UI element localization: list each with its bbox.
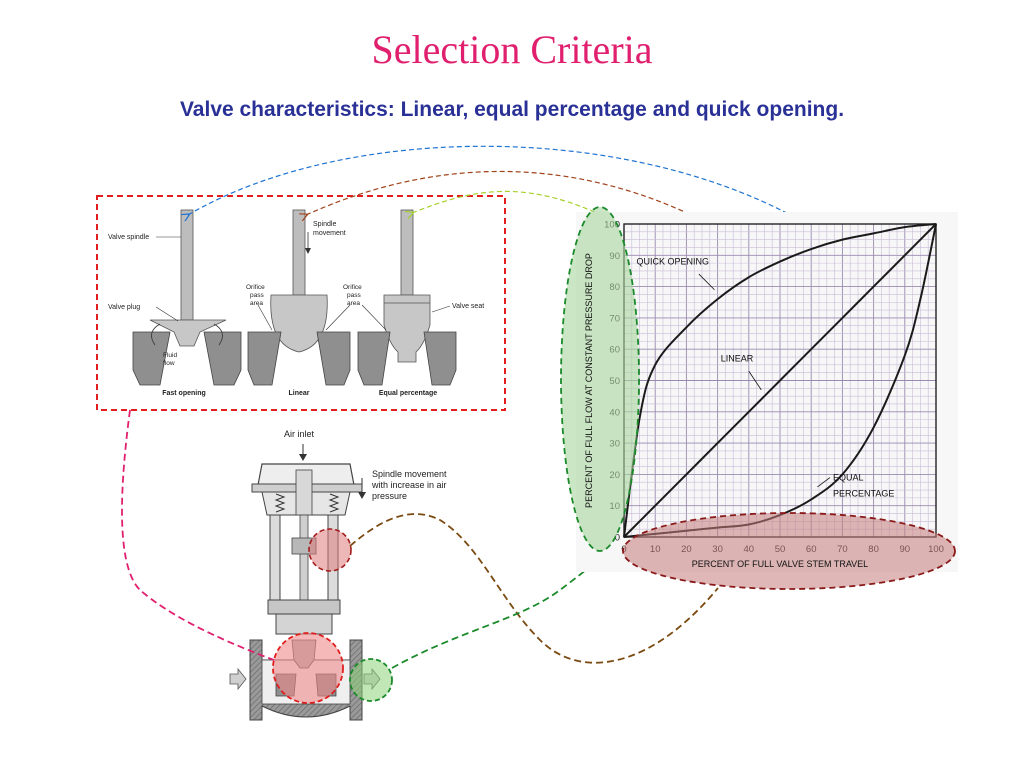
linear-trim [247, 209, 351, 386]
plug-highlight-circle [272, 632, 344, 704]
label-orifice-2c: area [347, 300, 360, 307]
label-spindle-movement-line3: pressure [372, 491, 407, 501]
slide-title: Selection Criteria [371, 27, 653, 72]
series-annotation: EQUAL [833, 473, 864, 483]
y-axis-label: PERCENT OF FULL FLOW AT CONSTANT PRESSUR… [584, 253, 594, 508]
spindle-highlight-circle [308, 528, 352, 572]
valve-trim-diagram: Valve spindle Spindle movement Valve plu… [96, 195, 506, 411]
label-fluid-flow-2: flow [163, 360, 175, 367]
y-tick-label: 0 [615, 533, 620, 544]
label-orifice-2b: pass [347, 292, 361, 299]
control-valve-assembly: Air inlet Spindle movement with increase… [229, 429, 447, 721]
fast-opening-plug [149, 319, 227, 347]
series-line-0 [623, 223, 937, 538]
chart-labels: PERCENT OF FULL VALVE STEM TRAVEL PERCENT… [584, 253, 894, 569]
linear-link-arrow [306, 170, 836, 311]
series-line-1 [623, 223, 937, 538]
trim-to-plug-connector [121, 409, 275, 661]
equal-percentage-trim [357, 209, 457, 386]
annotation-leader [748, 370, 762, 391]
spindle-to-travel-connector [349, 513, 719, 664]
label-orifice-2a: Orifice [343, 284, 362, 291]
label-valve-plug: Valve plug [108, 304, 140, 311]
annotation-leader [817, 477, 831, 488]
label-orifice-1c: area [250, 300, 263, 307]
label-orifice-1b: pass [250, 292, 264, 299]
series-annotation: QUICK OPENING [636, 257, 709, 267]
caption-linear: Linear [288, 390, 309, 397]
annotation-leader [698, 273, 715, 291]
series-annotation: LINEAR [721, 354, 754, 364]
valve-characteristic-chart: 0102030405060708090100010203040506070809… [560, 206, 958, 590]
travel-axis-highlight-ellipse [622, 512, 956, 590]
label-orifice-1a: Orifice [246, 284, 265, 291]
quick-opening-link-arrow [188, 145, 828, 237]
series-annotation: PERCENTAGE [833, 488, 894, 498]
label-spindle-movement-2: movement [313, 230, 346, 237]
fast-opening-trim [132, 209, 242, 386]
caption-fast-opening: Fast opening [162, 390, 206, 397]
flow-axis-highlight-ellipse [560, 206, 640, 552]
flow-in-arrow-icon [229, 667, 247, 691]
label-air-inlet: Air inlet [284, 429, 315, 439]
chart-grid [623, 223, 937, 538]
label-valve-spindle: Valve spindle [108, 234, 149, 241]
label-spindle-movement-1: Spindle [313, 221, 336, 228]
equal-percentage-plug [383, 294, 431, 363]
label-spindle-movement-line1: Spindle movement [372, 469, 447, 479]
caption-equal-percentage: Equal percentage [379, 390, 437, 397]
flow-highlight-circle [349, 658, 393, 702]
label-spindle-movement-line2: with increase in air [371, 480, 447, 490]
label-fluid-flow-1: Fluid [163, 352, 177, 359]
slide-subtitle: Valve characteristics: Linear, equal per… [179, 98, 845, 121]
x-axis-label: PERCENT OF FULL VALVE STEM TRAVEL [692, 559, 868, 569]
label-valve-seat: Valve seat [452, 303, 484, 310]
